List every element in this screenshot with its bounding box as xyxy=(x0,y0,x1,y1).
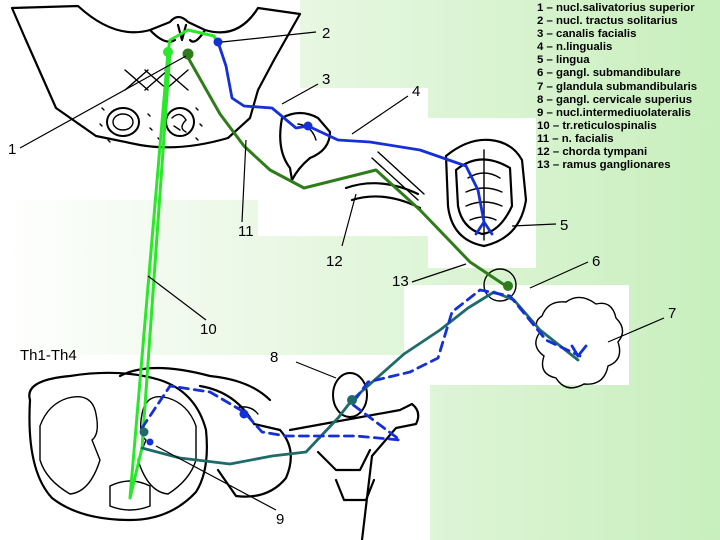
cervical-ganglion xyxy=(332,372,368,418)
leader-4 xyxy=(351,95,409,135)
leader-9 xyxy=(155,445,277,511)
legend-item: 8 – gangl. cervicale superius xyxy=(537,93,693,106)
legend-item: 5 – lingua xyxy=(537,54,590,67)
panel-brainstem xyxy=(0,0,300,200)
label-1: 1 xyxy=(8,141,16,158)
leader-10 xyxy=(147,275,207,321)
legend-item: 11 – n. facialis xyxy=(537,132,614,145)
panel-tongue xyxy=(428,118,536,268)
leader-3 xyxy=(281,83,319,105)
legend-item: 10 – tr.reticulospinalis xyxy=(537,119,657,132)
leader-5 xyxy=(511,223,557,227)
label-spinal-level: Th1-Th4 xyxy=(20,347,77,364)
fiber-gland-fork xyxy=(570,344,588,358)
legend-item: 2 – nucl. tractus solitarius xyxy=(537,15,678,28)
legend-item: 4 – n.lingualis xyxy=(537,41,613,54)
legend-item: 9 – nucl.intermediuolateralis xyxy=(537,106,691,119)
label-10: 10 xyxy=(200,321,217,338)
neuron-nucl-tractus xyxy=(213,37,223,47)
label-11: 11 xyxy=(238,223,254,240)
tongue-section xyxy=(444,138,528,248)
leader-6 xyxy=(529,261,589,289)
legend-item: 6 – gangl. submandibulare xyxy=(537,67,681,80)
leader-2 xyxy=(221,31,317,43)
legend-list: 1 – nucl.salivatorius superior 2 – nucl.… xyxy=(537,2,717,172)
fiber-tongue-fork xyxy=(474,220,494,236)
neuron-intermediolateral-2 xyxy=(146,438,154,446)
panel-middle xyxy=(258,88,428,236)
neuron-solitary xyxy=(163,47,173,57)
legend-item: 3 – canalis facialis xyxy=(537,28,637,41)
legend-item: 13 – ramus ganglionares xyxy=(537,159,671,172)
panel-gland xyxy=(404,285,629,385)
label-12: 12 xyxy=(326,253,343,270)
label-6: 6 xyxy=(592,253,600,270)
neuron-intermediolateral xyxy=(139,427,149,437)
legend-item: 7 – glandula submandibularis xyxy=(537,80,698,93)
neuron-facial-canal xyxy=(303,121,313,131)
neuron-spinal xyxy=(239,409,249,419)
legend-item: 1 – nucl.salivatorius superior xyxy=(537,2,695,14)
leader-7 xyxy=(607,317,665,343)
label-7: 7 xyxy=(668,305,676,322)
leader-11 xyxy=(241,139,247,223)
legend-item: 12 – chorda tympani xyxy=(537,146,648,159)
label-13: 13 xyxy=(392,273,409,290)
label-9: 9 xyxy=(276,511,284,528)
label-8: 8 xyxy=(270,349,278,366)
label-2: 2 xyxy=(322,25,330,42)
submandibular-gland xyxy=(535,296,624,389)
leader-12 xyxy=(341,193,357,247)
leader-1 xyxy=(19,55,187,149)
neuron-submandibular xyxy=(503,281,513,291)
label-3: 3 xyxy=(322,71,330,88)
label-5: 5 xyxy=(560,217,568,234)
submandibular-ganglion xyxy=(483,268,517,302)
brainstem-section xyxy=(10,4,302,149)
fiber-facial-nerve xyxy=(184,52,508,288)
leader-8 xyxy=(295,361,337,379)
neuron-salivatory xyxy=(182,48,194,60)
label-4: 4 xyxy=(412,83,420,100)
neuron-cervical xyxy=(347,395,357,405)
leader-13 xyxy=(411,263,467,283)
fiber-reticulospinal xyxy=(128,50,172,500)
